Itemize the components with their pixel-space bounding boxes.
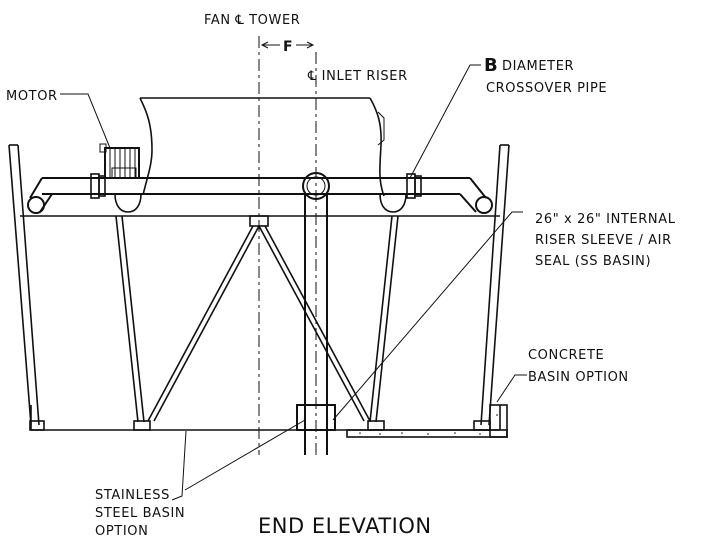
inlet-riser-pipe bbox=[302, 172, 330, 455]
inlet-riser-label: ℄ INLET RISER bbox=[307, 69, 408, 84]
crossover-diameter-symbol: B bbox=[484, 55, 498, 76]
concrete-basin bbox=[346, 404, 508, 438]
motor-label: MOTOR bbox=[6, 89, 58, 104]
concrete-label-line2: BASIN OPTION bbox=[528, 370, 629, 385]
frame-legs bbox=[29, 215, 491, 431]
crossover-label-line2: CROSSOVER PIPE bbox=[486, 81, 607, 96]
concrete-label-line1: CONCRETE bbox=[528, 348, 604, 363]
offset-f-label: F bbox=[283, 39, 293, 55]
stainless-basin bbox=[30, 405, 501, 431]
drawing-title: END ELEVATION bbox=[258, 514, 432, 538]
stainless-label-line1: STAINLESS bbox=[95, 488, 170, 503]
sleeve-label-line2: RISER SLEEVE / AIR bbox=[535, 233, 672, 248]
fan-shroud bbox=[139, 97, 385, 197]
stainless-label-line2: STEEL BASIN bbox=[95, 506, 185, 521]
crossover-label-line1: DIAMETER bbox=[502, 59, 574, 74]
stainless-label-line3: OPTION bbox=[95, 524, 148, 539]
center-braces bbox=[147, 215, 371, 422]
fan-tower-centerline-label: FAN ℄ TOWER bbox=[204, 13, 300, 28]
sleeve-label-line3: SEAL (SS BASIN) bbox=[535, 254, 651, 269]
leader-lines bbox=[60, 64, 527, 501]
offset-f-dimension bbox=[260, 41, 315, 49]
sleeve-label-line1: 26" x 26" INTERNAL bbox=[535, 212, 676, 227]
motor-assembly bbox=[99, 143, 140, 179]
tower-casing bbox=[8, 144, 510, 426]
crossover-pipe bbox=[27, 173, 493, 214]
